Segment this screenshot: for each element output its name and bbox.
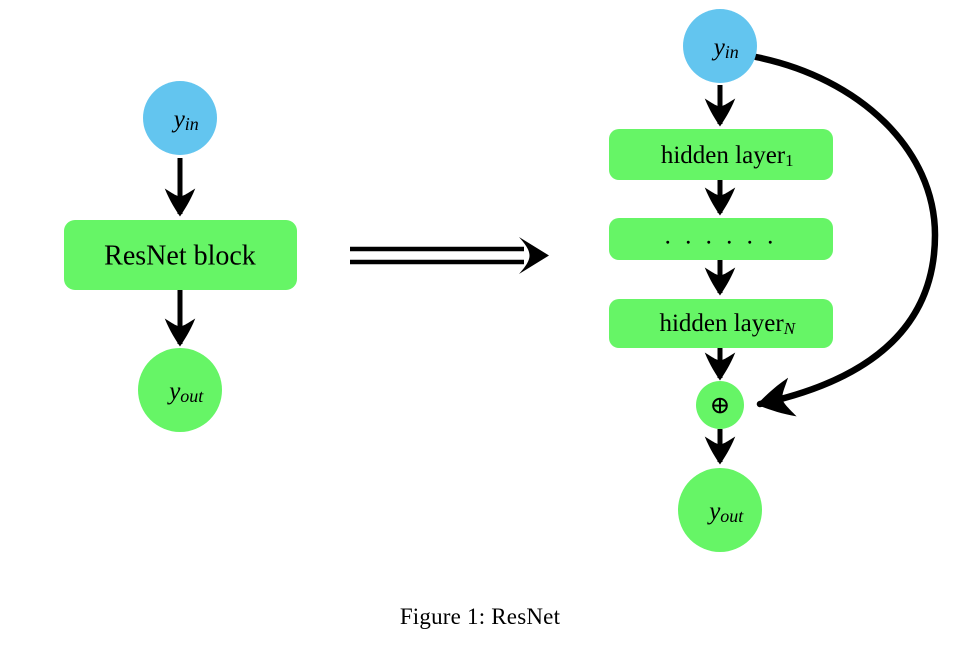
right-hidden-layer-n-rect: [609, 299, 833, 348]
left-output-node: yout: [100, 348, 259, 432]
right-hidden-layer-1-rect: [609, 129, 833, 180]
right-output-node: yout: [640, 468, 799, 552]
right-hidden-layer-dots-label: . . . . . .: [665, 223, 778, 250]
left-input-node: yin: [105, 81, 255, 155]
right-input-node-circle: [683, 9, 757, 83]
right-hidden-layer-dots: . . . . . .: [609, 218, 833, 260]
right-skip-connection-arrow: [752, 53, 939, 417]
circled-plus-icon: ⊕: [710, 393, 731, 420]
right-sum-node-circle: [696, 381, 744, 429]
left-resnet-block-rect: [64, 220, 297, 290]
right-hidden-layer-n-label: hidden layerN: [591, 310, 852, 342]
left-input-node-label: yin: [105, 106, 255, 138]
right-hidden-layer-1-label: hidden layer1: [592, 142, 850, 174]
implies-double-arrow-icon: [350, 237, 549, 274]
left-resnet-block: ResNet block: [64, 220, 297, 290]
left-output-node-label: yout: [100, 378, 259, 410]
right-input-node: yin: [645, 9, 795, 83]
right-output-node-label: yout: [640, 498, 799, 530]
right-hidden-layer-n: hidden layerN: [591, 299, 852, 348]
left-diagram-group: yin ResNet block yout: [64, 81, 297, 432]
right-hidden-layer-1: hidden layer1: [592, 129, 850, 180]
right-diagram-group: yin hidden layer1 . . . . . .: [591, 9, 939, 552]
left-output-node-circle: [138, 348, 222, 432]
left-input-node-circle: [143, 81, 217, 155]
right-sum-node: ⊕: [696, 381, 744, 429]
right-output-node-circle: [678, 468, 762, 552]
figure-caption: Figure 1: ResNet: [399, 604, 561, 629]
left-resnet-block-label: ResNet block: [104, 241, 256, 272]
right-hidden-layer-dots-rect: [609, 218, 833, 260]
right-input-node-label: yin: [645, 34, 795, 66]
